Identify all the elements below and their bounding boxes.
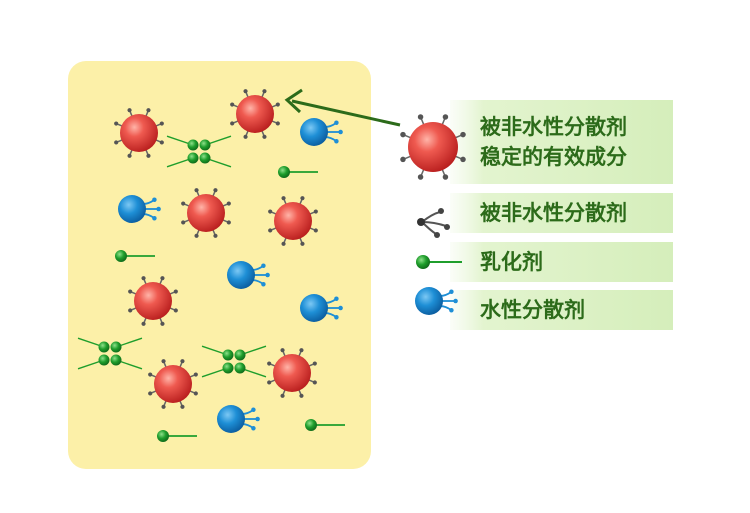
aqueous-dispersant-icon xyxy=(415,287,458,315)
aqueous-dispersant-3 xyxy=(227,261,270,289)
stabilized-particle-icon xyxy=(400,114,466,180)
non-aqueous-dispersant-icon xyxy=(417,208,450,238)
stabilized-particle-1 xyxy=(114,108,164,158)
legend-stabilized-particle xyxy=(400,114,466,180)
aqueous-dispersant-5 xyxy=(217,405,260,433)
aqueous-dispersant-1 xyxy=(300,118,343,146)
stabilized-particle-6 xyxy=(148,359,198,409)
legend-non-aqueous-entry: 被非水性分散剂 xyxy=(470,198,673,228)
aqueous-dispersant-4 xyxy=(300,294,343,322)
stabilized-particle-7 xyxy=(267,348,317,398)
legend-bar-non-aqueous xyxy=(450,193,673,233)
legend-bar-aqueous xyxy=(450,290,673,330)
legend-aqueous-label: 水性分散剂 xyxy=(480,298,585,322)
stabilized-particle-3 xyxy=(181,188,231,238)
legend-stabilized-line2: 稳定的有效成分 xyxy=(480,145,627,169)
legend-stabilized-line1: 被非水性分散剂 xyxy=(480,115,627,139)
aqueous-dispersant-2 xyxy=(118,195,161,223)
stabilized-particle-2 xyxy=(230,89,280,139)
emulsifier-3 xyxy=(157,430,197,442)
emulsifier-cluster-1 xyxy=(166,135,232,168)
emulsifier-icon xyxy=(416,255,462,269)
legend-emulsifier-label: 乳化剂 xyxy=(480,250,543,274)
emulsifier-1 xyxy=(278,166,318,178)
legend-bar-stabilized xyxy=(450,100,673,184)
legend-aqueous-entry: 水性分散剂 xyxy=(470,295,673,325)
suspension-panel xyxy=(68,61,371,469)
pointer-arrow xyxy=(284,88,401,127)
stabilized-particle-5 xyxy=(128,276,178,326)
emulsifier-2 xyxy=(115,250,155,262)
emulsifier-4 xyxy=(305,419,345,431)
emulsifier-cluster-2 xyxy=(77,337,143,370)
stabilized-particle-4 xyxy=(268,196,318,246)
legend-aqueous-dispersant xyxy=(415,287,458,315)
emulsifier-cluster-3 xyxy=(201,345,267,378)
legend-bar-emulsifier xyxy=(450,242,673,282)
legend-stabilized-entry: 被非水性分散剂 稳定的有效成分 xyxy=(470,106,673,178)
legend-non-aqueous-label: 被非水性分散剂 xyxy=(480,201,627,225)
legend-emulsifier-entry: 乳化剂 xyxy=(470,247,673,277)
